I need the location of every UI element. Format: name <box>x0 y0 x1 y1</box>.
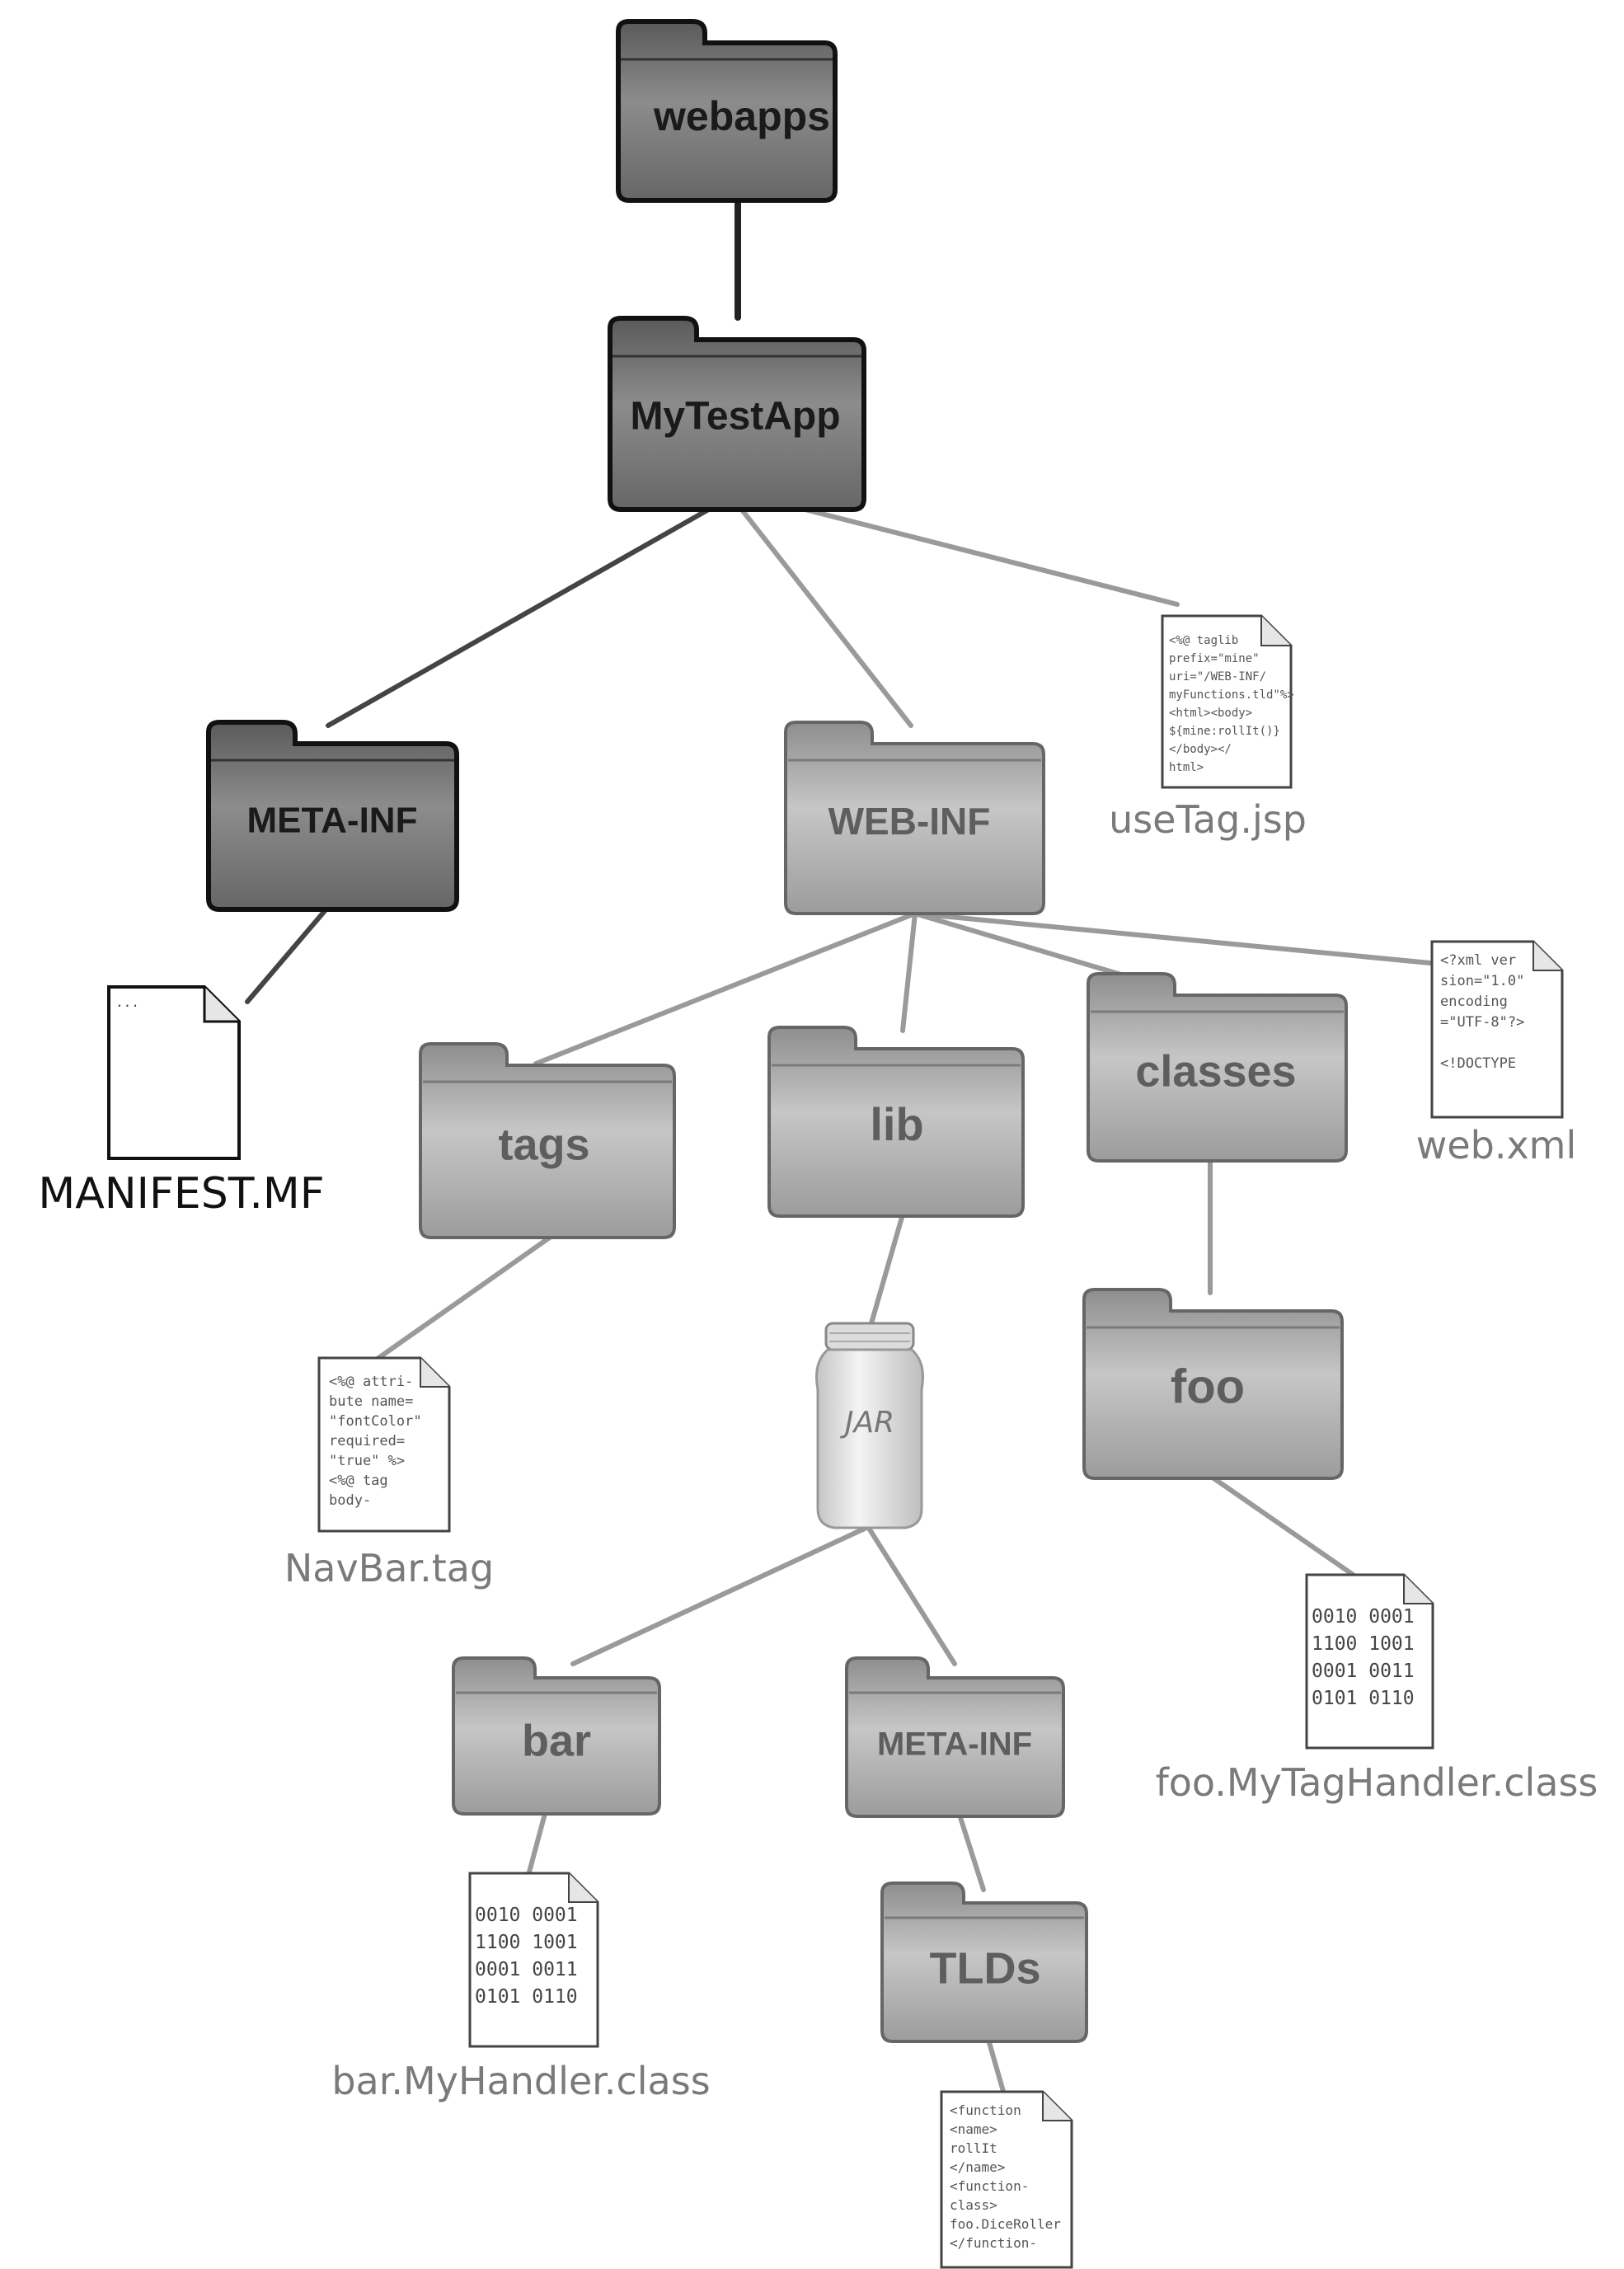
folder-meta-inf-top[interactable]: META-INF <box>206 720 459 912</box>
file-manifest[interactable]: ... <box>107 985 241 1160</box>
caption-navbar: NavBar.tag <box>284 1546 494 1590</box>
file-webxml[interactable]: <?xml ver sion="1.0" encoding ="UTF-8"?> <!… <box>1430 940 1564 1119</box>
doc-line: bute name= <box>329 1393 413 1410</box>
doc-line: foo.DiceRoller <box>950 2216 1061 2232</box>
folder-label-tlds: TLDs <box>930 1943 1041 1993</box>
edge-web-inf-lib <box>900 911 918 1033</box>
doc-line <box>1440 1035 1448 1051</box>
doc-line: myFunctions.tld"%> <box>1169 688 1294 702</box>
doc-line: 0101 0110 <box>475 1986 578 2008</box>
doc-line: </body></ <box>1169 743 1232 756</box>
doc-line: uri="/WEB-INF/ <box>1169 670 1266 684</box>
doc-line: sion="1.0" <box>1440 973 1524 989</box>
folder-foo[interactable]: foo <box>1082 1288 1344 1480</box>
doc-line: 0010 0001 <box>475 1905 578 1926</box>
folder-label-tags: tags <box>498 1120 589 1169</box>
doc-line: encoding <box>1440 994 1508 1010</box>
file-navbar[interactable]: <%@ attri-bute name= "fontColor" required=… <box>317 1356 451 1533</box>
svg-text:<function<name>rollIt</name><f: <function <name> rollIt </name> <function-cl… <box>950 2102 1061 2251</box>
edge-metainf-tlds <box>955 1807 986 1892</box>
folder-lib[interactable]: lib <box>767 1026 1025 1218</box>
jar-icon[interactable]: JAR <box>815 1322 924 1529</box>
folder-classes[interactable]: classes <box>1087 972 1348 1163</box>
edge-mytestapp-web-inf <box>735 502 913 728</box>
edge-web-inf-webxml <box>913 911 1433 965</box>
doc-line: <%@ attri- <box>329 1374 413 1390</box>
file-usetag[interactable]: <%@ taglib prefix="mine" uri="/WEB-INF/myF… <box>1161 614 1294 789</box>
doc-line: </name> <box>950 2159 1005 2175</box>
connector-lines <box>245 195 1433 2097</box>
doc-line: 0101 0110 <box>1312 1688 1415 1709</box>
folder-meta-inf-jar[interactable]: META-INF <box>845 1656 1065 1818</box>
edge-foo-fooclass <box>1208 1473 1365 1584</box>
folder-webapps[interactable]: webapps <box>616 19 838 203</box>
doc-line: "fontColor" <box>329 1413 422 1430</box>
folder-tlds[interactable]: TLDs <box>880 1881 1088 2043</box>
doc-line: <name> <box>950 2121 997 2137</box>
folder-label-web-inf: WEB-INF <box>828 800 991 843</box>
doc-line: 1100 1001 <box>475 1932 578 1953</box>
edge-tags-navbar <box>373 1234 553 1363</box>
caption-manifest: MANIFEST.MF <box>38 1169 324 1219</box>
edge-meta-inf-manifest <box>245 904 331 1004</box>
doc-line: ... <box>115 994 139 1010</box>
file-foo-class[interactable]: 0010 0001 1100 1001 0001 0011 0101 0110 <box>1305 1573 1434 1750</box>
doc-line: 1100 1001 <box>1312 1633 1415 1655</box>
caption-bar-class: bar.MyHandler.class <box>331 2059 710 2103</box>
folder-label-meta-inf-jar: META-INF <box>877 1726 1032 1763</box>
file-tld[interactable]: <function <name> rollIt </name> <function-cl… <box>940 2090 1073 2269</box>
caption-foo-class: foo.MyTagHandler.class <box>1156 1760 1598 1805</box>
doc-line: <?xml ver <box>1440 952 1516 969</box>
doc-line: <!DOCTYPE <box>1440 1055 1516 1072</box>
folder-tags[interactable]: tags <box>419 1042 676 1239</box>
folder-web-inf[interactable]: WEB-INF <box>784 721 1045 915</box>
folder-bar[interactable]: bar <box>452 1656 661 1816</box>
folder-label-foo: foo <box>1171 1360 1245 1413</box>
folder-label-classes: classes <box>1135 1046 1296 1096</box>
doc-line: <%@ tag <box>329 1473 388 1489</box>
folder-mytestapp[interactable]: MyTestApp <box>608 316 866 512</box>
doc-line: html> <box>1169 761 1204 774</box>
edge-web-inf-tags <box>533 911 918 1066</box>
doc-line: <html><body> <box>1169 707 1252 720</box>
doc-line: <function- <box>950 2178 1029 2194</box>
doc-line: body- <box>329 1492 371 1509</box>
file-bar-class[interactable]: 0010 0001 1100 1001 0001 0011 0101 0110 <box>468 1872 599 2048</box>
doc-line: class> <box>950 2197 997 2213</box>
edge-web-inf-classes <box>913 911 1132 979</box>
folder-label-meta-inf-top: META-INF <box>247 801 418 841</box>
doc-line: 0010 0001 <box>1312 1606 1415 1628</box>
doc-line: ${mine:rollIt()} <box>1169 725 1280 738</box>
svg-text:...: ... <box>115 994 139 1010</box>
folder-label-lib: lib <box>870 1098 923 1150</box>
edge-jar-meta-inf <box>866 1524 957 1666</box>
edge-jar-bar <box>570 1524 871 1666</box>
folder-label-webapps: webapps <box>653 93 830 139</box>
doc-line: prefix="mine" <box>1169 652 1260 665</box>
caption-webxml: web.xml <box>1416 1123 1577 1167</box>
edge-mytestapp-usetag <box>793 505 1180 607</box>
svg-text:<%@ attri-bute name="fontColor: <%@ attri-bute name= "fontColor" required=… <box>329 1374 422 1509</box>
doc-line: rollIt <box>950 2140 997 2156</box>
caption-usetag: useTag.jsp <box>1109 797 1307 842</box>
doc-line: 0001 0011 <box>1312 1661 1415 1682</box>
jar-label: JAR <box>840 1406 894 1440</box>
doc-line: <function <box>950 2102 1021 2118</box>
doc-line: "true" %> <box>329 1453 405 1469</box>
folder-label-mytestapp: MyTestApp <box>630 395 840 439</box>
edge-lib-jar <box>867 1212 905 1332</box>
doc-line: required= <box>329 1433 405 1449</box>
doc-line: <%@ taglib <box>1169 634 1238 647</box>
doc-line: ="UTF-8"?> <box>1440 1014 1524 1031</box>
doc-line: </function- <box>950 2235 1037 2251</box>
doc-line: 0001 0011 <box>475 1959 578 1980</box>
folder-label-bar: bar <box>522 1716 591 1765</box>
edge-mytestapp-meta-inf <box>326 502 720 728</box>
